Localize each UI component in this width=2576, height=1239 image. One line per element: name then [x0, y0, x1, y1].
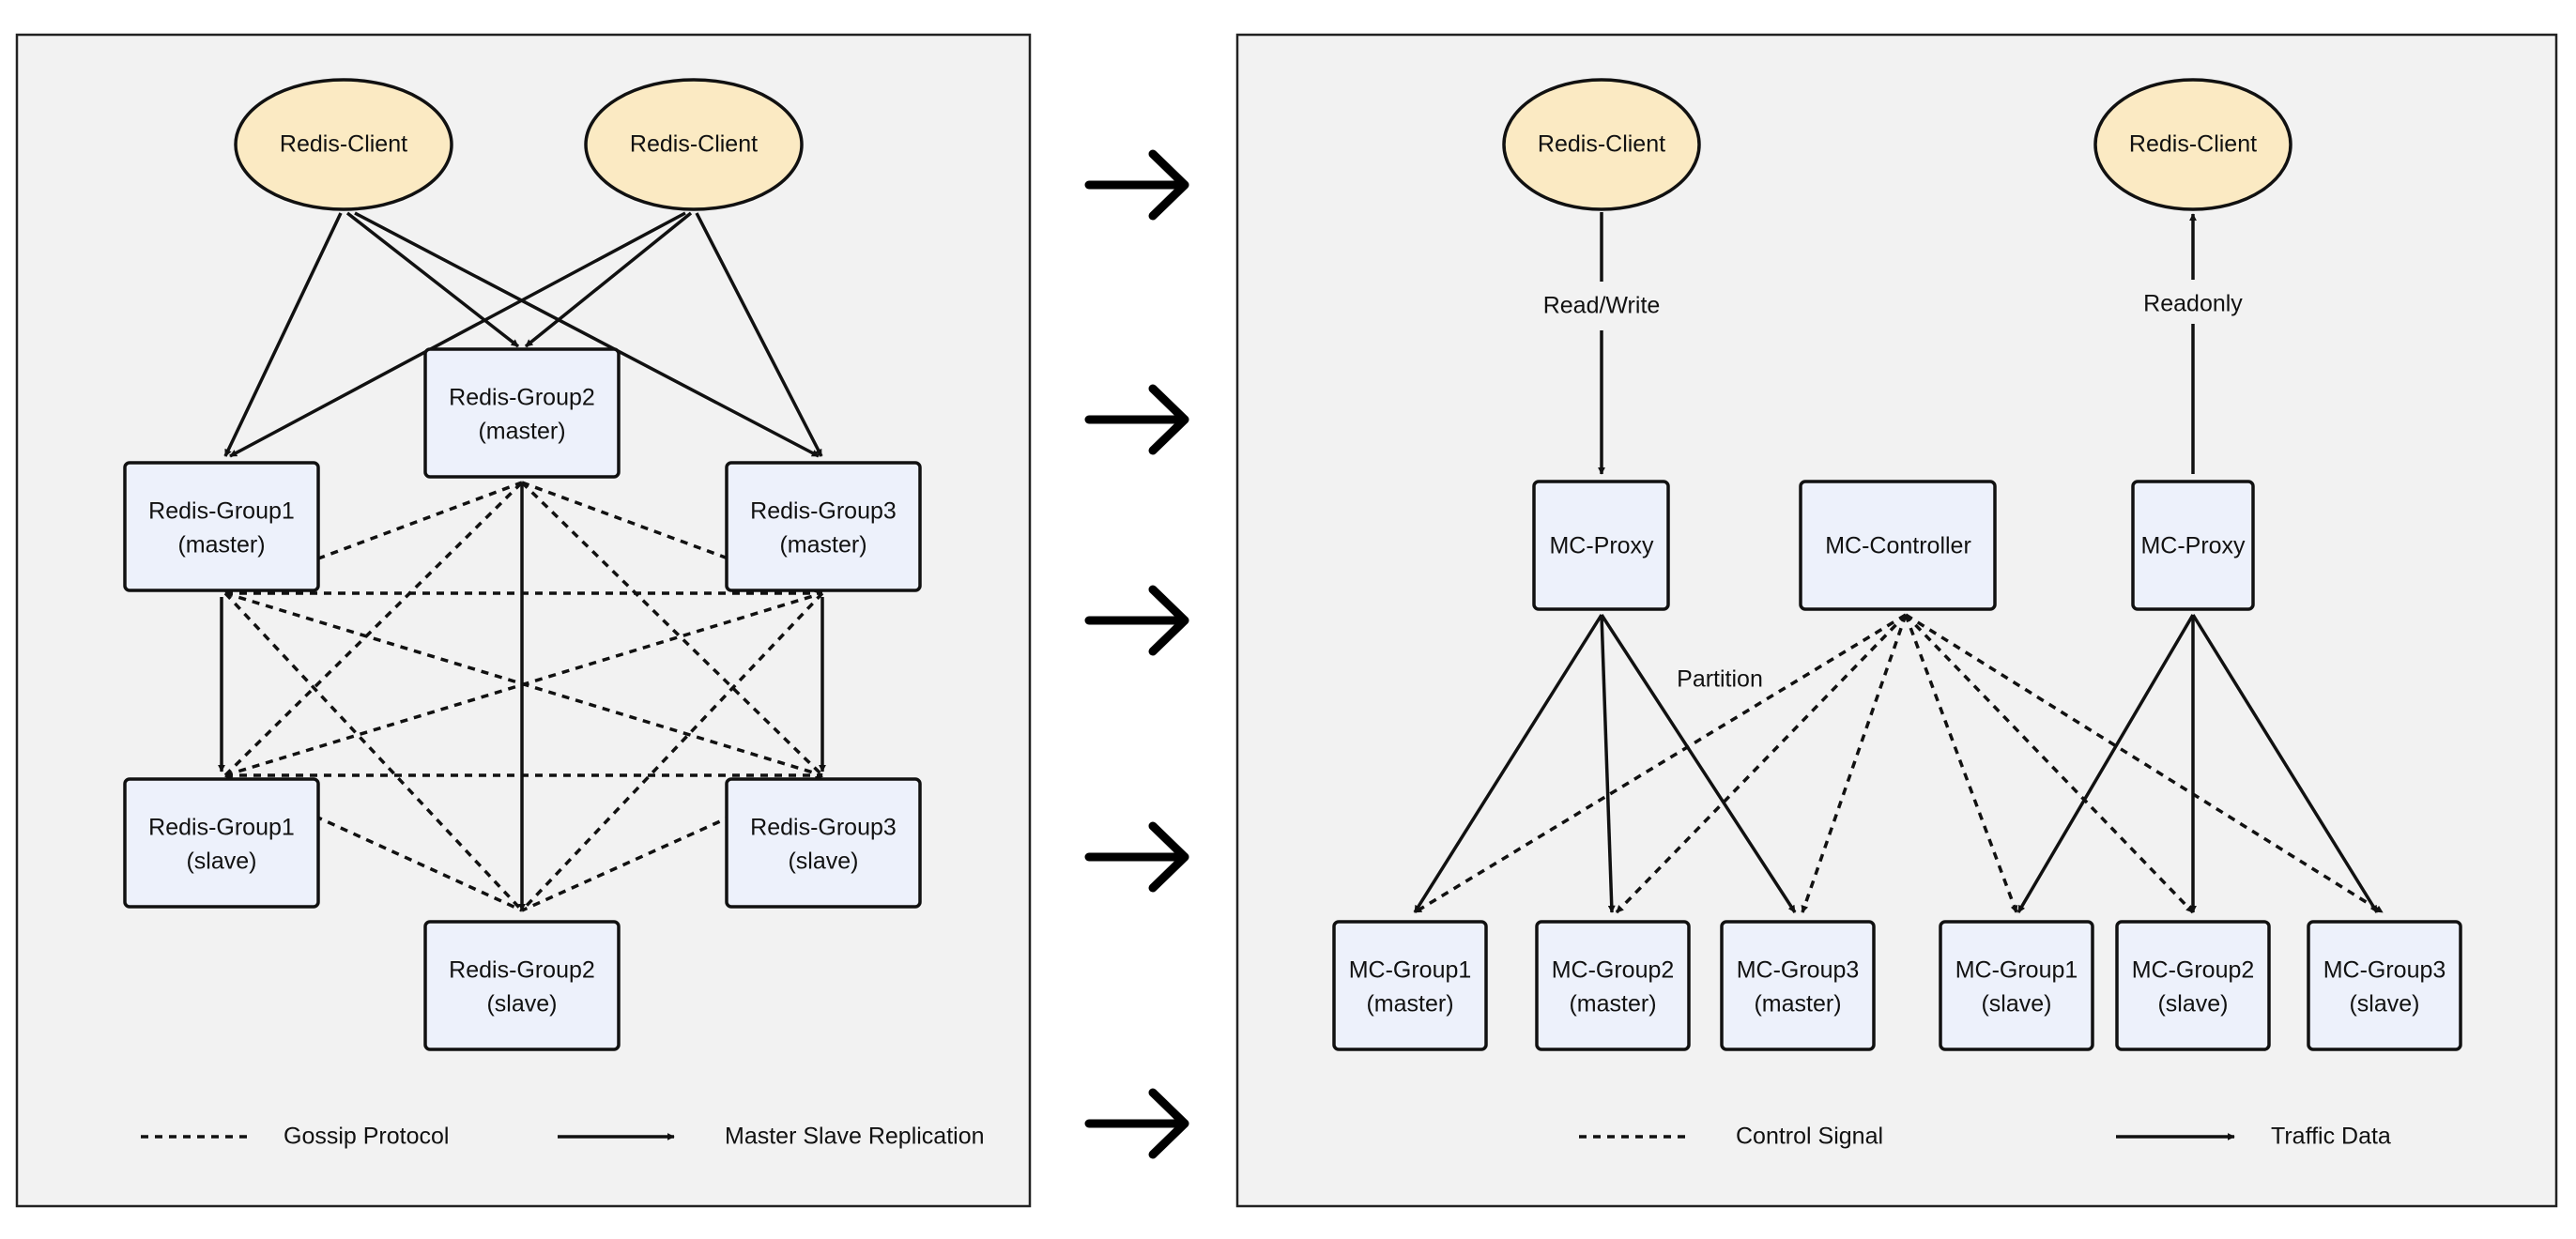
- redis-client-label: Redis-Client: [2129, 131, 2257, 158]
- node-title: MC-Controller: [1825, 533, 1971, 559]
- client-proxy-edges: [1598, 212, 2197, 475]
- node-role: (master): [1366, 991, 1453, 1017]
- node-role: (master): [1569, 991, 1656, 1017]
- node-title: MC-Group1: [1955, 957, 2078, 984]
- node-role: (slave): [186, 849, 256, 875]
- legend-control-label: Control Signal: [1736, 1124, 1883, 1150]
- mc-controller: MC-Controller: [1799, 480, 1997, 611]
- node-title: MC-Group3: [2323, 957, 2446, 984]
- node-title: Redis-Group1: [148, 498, 295, 525]
- node-role: (master): [1754, 991, 1841, 1017]
- node-role: (master): [779, 532, 866, 558]
- node-role: (slave): [486, 991, 557, 1017]
- right-legend: Control Signal Traffic Data: [1579, 1124, 2391, 1150]
- legend-traffic-label: Traffic Data: [2271, 1124, 2391, 1150]
- mc-group1-slave: MC-Group1 (slave): [1939, 920, 2094, 1051]
- node-title: MC-Proxy: [2140, 533, 2246, 559]
- node-role: (slave): [788, 849, 858, 875]
- transition-arrow-icon: [1084, 384, 1189, 455]
- readonly-label: Readonly: [2143, 291, 2243, 317]
- transition-arrow-icon: [1084, 149, 1189, 221]
- node-title: Redis-Group2: [449, 385, 595, 411]
- redis-client-node: Redis-Client: [1502, 78, 1701, 211]
- legend-replication-label: Master Slave Replication: [725, 1124, 985, 1150]
- mc-group3-master: MC-Group3 (master): [1720, 920, 1876, 1051]
- redis-group1-master: Redis-Group1 (master): [123, 461, 320, 592]
- node-title: MC-Group1: [1349, 957, 1472, 984]
- control-signal-edges: [1414, 613, 2384, 914]
- transition-arrows: [1084, 149, 1189, 1159]
- mc-group1-master: MC-Group1 (master): [1332, 920, 1488, 1051]
- redis-client-label: Redis-Client: [280, 131, 407, 158]
- node-title: MC-Group2: [1552, 957, 1675, 984]
- node-title: Redis-Group1: [148, 815, 295, 841]
- node-role: (slave): [1981, 991, 2051, 1017]
- node-role: (master): [177, 532, 265, 558]
- redis-group1-slave: Redis-Group1 (slave): [123, 777, 320, 909]
- mc-group2-master: MC-Group2 (master): [1535, 920, 1691, 1051]
- transition-arrow-icon: [1084, 1088, 1189, 1159]
- mc-group2-slave: MC-Group2 (slave): [2115, 920, 2271, 1051]
- partition-label: Partition: [1677, 666, 1763, 693]
- mc-proxy-right: MC-Proxy: [2131, 480, 2255, 611]
- redis-group3-master: Redis-Group3 (master): [725, 461, 922, 592]
- redis-client-label: Redis-Client: [1538, 131, 1665, 158]
- left-legend: Gossip Protocol Master Slave Replication: [141, 1124, 985, 1150]
- node-title: MC-Group2: [2132, 957, 2255, 984]
- client-to-master-edges: [223, 211, 823, 458]
- redis-client-label: Redis-Client: [630, 131, 758, 158]
- transition-arrow-icon: [1084, 821, 1189, 893]
- node-title: Redis-Group3: [750, 498, 897, 525]
- redis-client-node: Redis-Client: [584, 78, 804, 211]
- node-role: (slave): [2349, 991, 2419, 1017]
- node-title: Redis-Group2: [449, 957, 595, 984]
- redis-client-node: Redis-Client: [234, 78, 453, 211]
- mc-group3-slave: MC-Group3 (slave): [2307, 920, 2462, 1051]
- node-title: Redis-Group3: [750, 815, 897, 841]
- read-write-label: Read/Write: [1543, 293, 1661, 319]
- gossip-mesh: [223, 481, 824, 912]
- legend-gossip-label: Gossip Protocol: [284, 1124, 449, 1150]
- transition-arrow-icon: [1084, 585, 1189, 656]
- node-title: MC-Group3: [1737, 957, 1860, 984]
- node-role: (master): [478, 419, 565, 445]
- mc-proxy-left: MC-Proxy: [1532, 480, 1670, 611]
- node-role: (slave): [2157, 991, 2228, 1017]
- redis-group2-slave: Redis-Group2 (slave): [423, 920, 621, 1051]
- redis-group2-master: Redis-Group2 (master): [423, 347, 621, 479]
- redis-client-node: Redis-Client: [2093, 78, 2292, 211]
- traffic-data-edges: [1413, 614, 2379, 913]
- node-title: MC-Proxy: [1549, 533, 1654, 559]
- replication-edges: [218, 482, 826, 911]
- redis-group3-slave: Redis-Group3 (slave): [725, 777, 922, 909]
